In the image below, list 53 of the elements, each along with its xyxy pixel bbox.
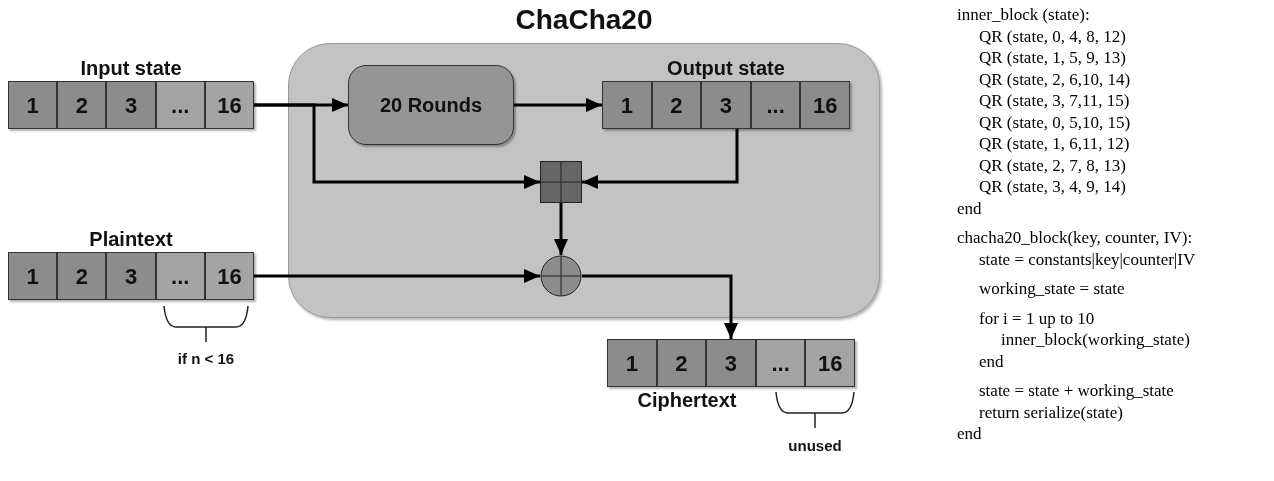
code-line: end <box>957 423 982 445</box>
arrow <box>554 203 568 255</box>
state-cell: 1 <box>8 252 58 300</box>
state-cell: ... <box>155 252 205 300</box>
state-cell: 1 <box>8 81 58 129</box>
process-box: 20 Rounds <box>348 65 514 145</box>
code-line: state = constants|key|counter|IV <box>979 248 1196 270</box>
code-line: end <box>979 350 1004 372</box>
state-cell: 16 <box>800 81 850 129</box>
code-line: return serialize(state) <box>979 401 1123 423</box>
state-cell: 16 <box>204 252 254 300</box>
note-text: unused <box>787 436 843 456</box>
arrow <box>254 269 540 283</box>
code-line: working_state = state <box>979 278 1125 300</box>
code-line: chacha20_block(key, counter, IV): <box>957 227 1193 249</box>
arrow <box>514 98 602 112</box>
state-cell: 1 <box>607 339 657 387</box>
state-cell: 16 <box>204 81 254 129</box>
code-line: end <box>957 197 982 219</box>
arrow <box>582 274 738 339</box>
code-line: QR (state, 2, 7, 8, 13) <box>979 154 1126 176</box>
state-cell: 3 <box>106 252 156 300</box>
array-heading: Plaintext <box>88 227 174 252</box>
arrow <box>254 103 540 189</box>
note-text: if n < 16 <box>176 349 236 369</box>
state-cell: 16 <box>805 339 855 387</box>
code-line: inner_block(working_state) <box>1001 329 1190 351</box>
code-line: QR (state, 2, 6,10, 14) <box>979 68 1131 90</box>
code-line: for i = 1 up to 10 <box>979 307 1095 329</box>
array-heading: Output state <box>666 56 786 81</box>
state-cell: 2 <box>656 339 707 387</box>
code-line: QR (state, 3, 7,11, 15) <box>979 90 1130 112</box>
array-heading: Ciphertext <box>636 388 738 413</box>
code-line: QR (state, 1, 5, 9, 13) <box>979 47 1126 69</box>
state-cell: 2 <box>57 81 107 129</box>
state-cell: 3 <box>706 339 756 387</box>
state-cell: 3 <box>106 81 156 129</box>
code-line: inner_block (state): <box>957 4 1090 26</box>
code-line: QR (state, 0, 4, 8, 12) <box>979 25 1126 47</box>
state-cell: 3 <box>701 81 751 129</box>
state-cell: 1 <box>602 81 652 129</box>
code-line: QR (state, 0, 5,10, 15) <box>979 111 1131 133</box>
code-line: state = state + working_state <box>979 380 1174 402</box>
state-cell: ... <box>155 81 205 129</box>
state-cell: 2 <box>57 252 107 300</box>
state-cell: ... <box>750 81 801 129</box>
state-cell: 2 <box>651 81 702 129</box>
state-cell: ... <box>755 339 806 387</box>
cipher-title: ChaCha20 <box>514 3 654 37</box>
array-heading: Input state <box>79 56 183 81</box>
code-line: QR (state, 1, 6,11, 12) <box>979 133 1130 155</box>
code-line: QR (state, 3, 4, 9, 14) <box>979 176 1126 198</box>
arrow <box>582 129 739 189</box>
